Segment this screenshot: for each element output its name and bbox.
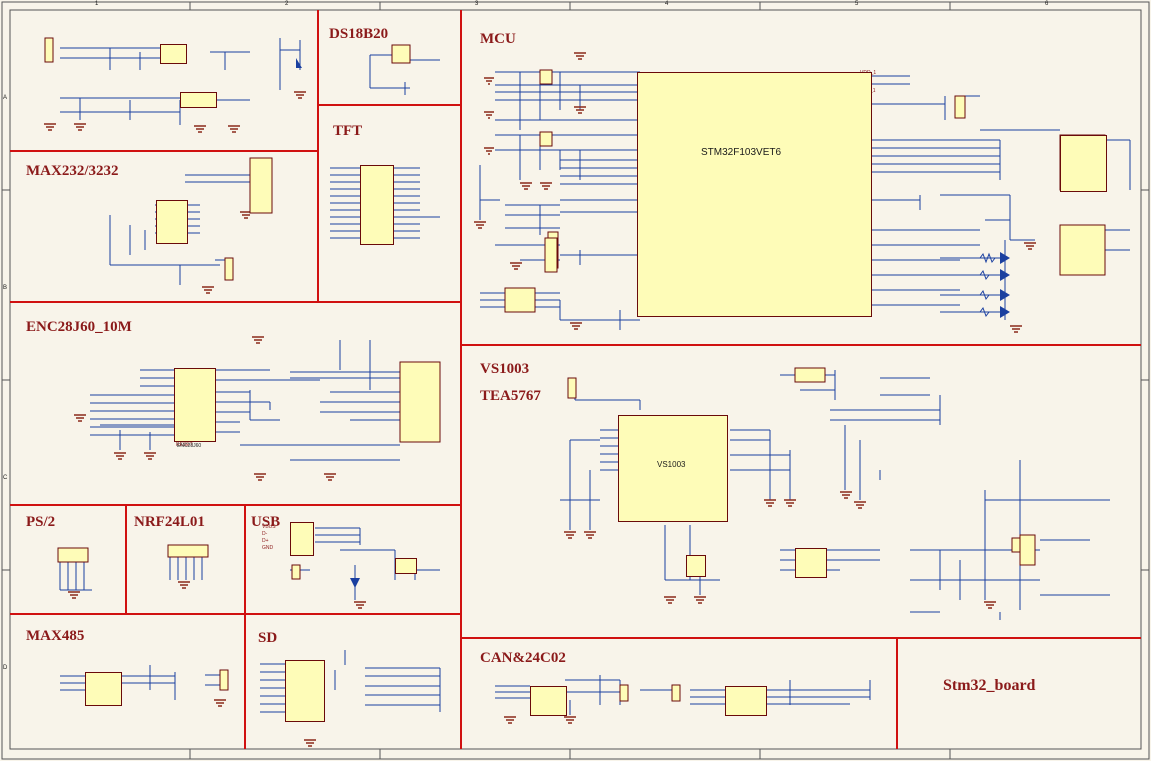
svg-text:GND: GND bbox=[262, 545, 274, 551]
ruler-top-2: 2 bbox=[285, 1, 289, 7]
svg-text:D-: D- bbox=[262, 531, 268, 537]
section-title-enc28j60: ENC28J60_10M bbox=[26, 319, 132, 335]
ruler-top-5: 5 bbox=[855, 1, 859, 7]
regulator-1 bbox=[160, 44, 187, 64]
max485-chip bbox=[85, 672, 122, 706]
ruler-top-6: 6 bbox=[1045, 1, 1049, 7]
crystal bbox=[686, 555, 706, 577]
mcu-chip-label: STM32F103VET6 bbox=[701, 147, 782, 158]
section-title-ds18b20: DS18B20 bbox=[329, 26, 389, 42]
section-title-max485: MAX485 bbox=[26, 628, 85, 644]
mcu-chip: STM32F103VET6 bbox=[637, 72, 872, 317]
section-title-tft: TFT bbox=[333, 123, 363, 139]
section-title-tea5767: TEA5767 bbox=[480, 388, 541, 404]
ruler-side-c: C bbox=[3, 475, 8, 481]
tft-header bbox=[360, 165, 394, 245]
section-title-max232: MAX232/3232 bbox=[26, 163, 119, 179]
usb-bridge-chip bbox=[395, 558, 417, 574]
jtag-header bbox=[1060, 135, 1107, 192]
section-borders bbox=[10, 10, 1141, 749]
vs1003-chip: VS1003 bbox=[618, 415, 728, 522]
section-title-ps2: PS/2 bbox=[26, 514, 56, 530]
vs1003-chip-label: VS1003 bbox=[657, 460, 686, 469]
regulator-2 bbox=[180, 92, 217, 108]
diodes bbox=[296, 58, 1010, 588]
tea5767-module bbox=[795, 548, 827, 578]
ruler-side-b: B bbox=[3, 285, 8, 291]
section-title-sd: SD bbox=[258, 630, 278, 646]
ruler-side-d: D bbox=[3, 665, 8, 671]
sd-socket bbox=[285, 660, 325, 722]
enc28j60-chip-label: ENC28J60 bbox=[177, 443, 202, 449]
max232-chip bbox=[156, 200, 188, 244]
section-title-can-24c02: CAN&24C02 bbox=[480, 650, 566, 666]
section-title-mcu: MCU bbox=[480, 31, 516, 47]
section-title-vs1003: VS1003 bbox=[480, 361, 530, 377]
ruler-top-1: 1 bbox=[95, 1, 99, 7]
svg-text:RESET: RESET bbox=[176, 442, 193, 448]
ruler-top-3: 3 bbox=[475, 1, 479, 7]
usb-connector bbox=[290, 522, 314, 556]
eeprom-24c02 bbox=[725, 686, 767, 716]
sheet-title: Stm32_board bbox=[943, 677, 1036, 694]
enc28j60-chip: ENC28J60 bbox=[174, 368, 216, 449]
can-transceiver bbox=[530, 686, 567, 716]
ruler-side-a: A bbox=[3, 95, 8, 101]
ground-symbols bbox=[44, 52, 1036, 747]
section-title-usb: USB bbox=[251, 514, 281, 530]
svg-text:D+: D+ bbox=[262, 538, 269, 544]
svg-text:VBUS: VBUS bbox=[262, 524, 276, 530]
section-title-nrf24l01: NRF24L01 bbox=[134, 514, 205, 530]
ruler-top-4: 4 bbox=[665, 1, 669, 7]
